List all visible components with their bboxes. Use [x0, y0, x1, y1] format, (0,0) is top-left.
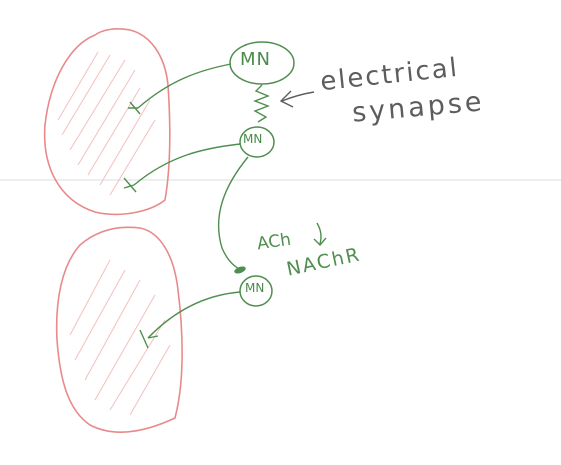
- electrical-synapse-arrow: [279, 90, 315, 108]
- axon-middle: [133, 143, 241, 186]
- axon-top: [137, 63, 232, 109]
- mn-label-middle: MN: [243, 132, 263, 146]
- motor-neuron-middle: [239, 126, 275, 158]
- ach-arrow: [313, 222, 327, 247]
- axons: [123, 63, 249, 349]
- motor-neuron-top: [229, 41, 295, 85]
- muscle-fiber-upper: [43, 28, 171, 216]
- motor-neuron-bottom: [239, 275, 273, 307]
- mn-label-bottom: MN: [245, 281, 265, 295]
- axon-top-terminal: [128, 101, 141, 115]
- axon-bottom-terminal: [139, 329, 159, 349]
- muscle-fiber-lower: [55, 226, 183, 433]
- mn-label-top: MN: [240, 49, 271, 70]
- axon-middle-terminal: [123, 177, 137, 193]
- electrical-synapse-squiggle: [253, 84, 270, 123]
- synaptic-terminal: [234, 266, 246, 274]
- axon-collateral: [217, 156, 249, 271]
- axon-bottom: [147, 291, 241, 339]
